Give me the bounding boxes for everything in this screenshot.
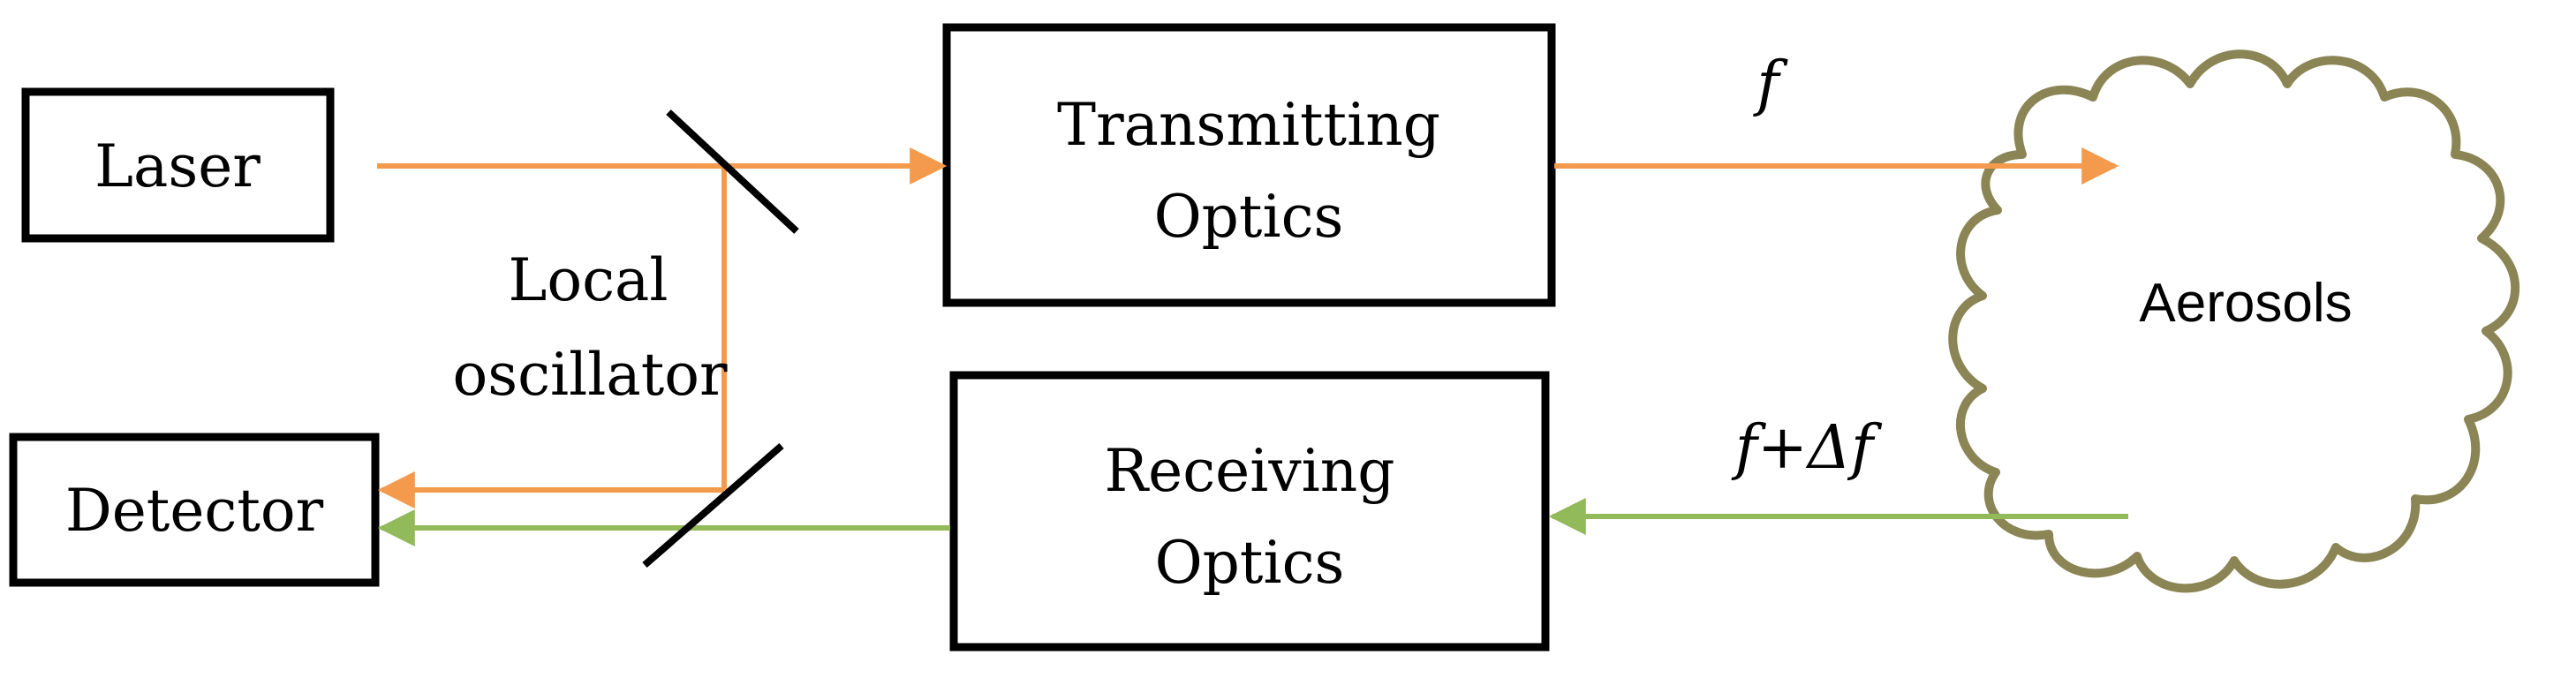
detector-box [9, 433, 380, 587]
transmitting-label-line2: Optics [1154, 183, 1344, 251]
frequency-out-label: f [1752, 49, 1788, 119]
frequency-return-label: f+Δf [1731, 413, 1883, 483]
cloud-shape [1948, 49, 2520, 593]
detector-block: Detector [9, 433, 380, 587]
local-oscillator-label-line2: oscillator [452, 341, 728, 409]
laser-label: Laser [94, 132, 261, 200]
beam-splitter-mirror [666, 109, 799, 234]
detector-label: Detector [65, 477, 324, 545]
receiving-label-line1: Receiving [1104, 437, 1394, 505]
aerosols-cloud: Aerosols [1948, 49, 2520, 593]
aerosols-label: Aerosols [2139, 273, 2352, 334]
transmitting-optics-box [942, 23, 1556, 307]
beam-combiner-mirror [642, 442, 784, 569]
local-oscillator-label-line1: Local [509, 246, 669, 314]
transmitting-optics-block: Transmitting Optics [942, 23, 1556, 307]
receiving-label-line2: Optics [1155, 529, 1345, 597]
laser-block: Laser [21, 87, 335, 243]
laser-box [21, 87, 335, 243]
receiving-optics-block: Receiving Optics [949, 371, 1550, 652]
transmitting-label-line1: Transmitting [1057, 91, 1440, 159]
receiving-optics-box [949, 371, 1550, 652]
